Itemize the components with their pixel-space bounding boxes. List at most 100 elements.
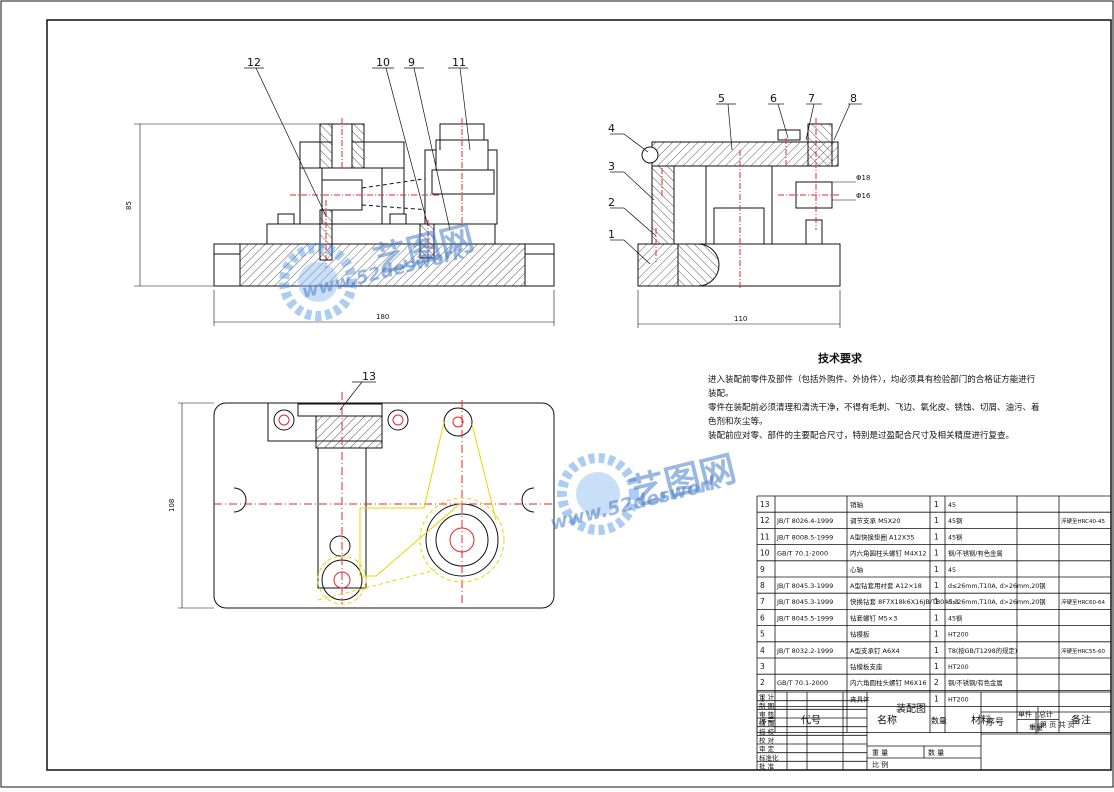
callout-1: 1 [608,228,615,241]
bom-row-no: 6 [760,613,765,622]
bom-row-no: 5 [760,630,765,639]
bom-row-name: 钻套螺钉 M5×3 [850,613,897,622]
callout-9: 9 [408,56,415,69]
callout-6: 6 [770,92,777,105]
plan-view-yellow [317,421,505,605]
bom-row-name: 快换钻套 8F7X18k6X16JB/T8045.3 [850,597,959,606]
fit-phi16: Φ16 [856,192,871,200]
bom-row-qty: 2 [934,678,939,687]
qty-label: 数 量 [928,748,944,757]
plan-view-labels: 13 108 [168,370,376,512]
tech-line-4: 色剂和灰尘等。 [708,417,768,427]
watermark-logo-2 [557,453,639,535]
dim-height-108: 108 [168,499,176,512]
bom-row-material: HT200 [948,632,969,639]
tech-line-3: 零件在装配前必须清理和清洗干净，不得有毛刺、飞边、氧化皮、锈蚀、切屑、油污、着 [708,403,1040,413]
bom-row-code: JB/T 8045.5-1999 [776,614,833,622]
callout-2: 2 [608,196,615,209]
dim-height-85: 85 [125,201,133,210]
bom-row-name: A型快换垫圈 A12X35 [850,532,914,541]
title-block [756,691,1112,771]
bom-row-material: 45钢 [948,533,962,541]
title-block-role: 审 核 [759,710,775,719]
tech-line-5: 装配前应对零、部件的主要配合尺寸，特别是过盈配合尺寸及相关精度进行复查。 [708,431,1015,441]
side-view-labels: 5 6 7 8 4 3 2 1 110 Φ18 Φ16 [608,92,871,323]
bom-row-name: A型钻套用衬套 A12×18 [850,581,922,590]
bom-row-name: 钻模板 [850,630,870,639]
bom-row-code: JB/T 8008.5-1999 [776,533,833,541]
tech-line-1: 进入装配前零件及部件（包括外购件、外协件），均必须具有检验部门的合格证方能进行 [708,375,1036,385]
callout-11: 11 [452,56,466,69]
title-block-role: 描 校 [759,727,775,736]
front-view-labels: 12 10 9 11 85 180 [125,56,466,321]
bom-row-no: 4 [760,646,765,655]
bom-row-qty: 1 [934,646,939,655]
tech-line-2: 装配。 [708,389,734,399]
bom-table-grid [756,495,1112,733]
callout-3: 3 [608,160,615,173]
callout-13: 13 [362,370,376,383]
bom-row-note: 淬硬至HRC60-64 [1061,598,1106,606]
bom-row-name: 心轴 [850,565,864,574]
bom-row-name: 钻模板支座 [850,662,883,671]
callout-4: 4 [608,122,615,135]
title-block-text: 装配图 序号 第 页 共 页 重 量 数 量 比 例 设 计制 图审 核描 图描… [759,692,1075,770]
title-block-role: 批 准 [759,762,775,771]
bom-row-material: d≤26mm,T10A, d>26mm,20钢 [948,598,1046,606]
bom-header-qty: 数量 [931,716,947,726]
bom-header-code: 代号 [801,715,821,727]
bom-row-qty: 1 [934,549,939,558]
dim-width-110: 110 [734,315,747,323]
bom-row-material: 钢/不锈钢/有色金属 [948,678,1003,687]
front-view [134,67,555,326]
weight-label: 重 量 [872,749,888,757]
bom-row-material: 45 [948,567,956,574]
plan-view [178,381,555,609]
bom-header-unit: 单件 [1018,710,1032,719]
title-block-role: 描 图 [759,718,774,727]
bom-row-code: GB/T 70.1-2000 [777,550,828,558]
bom-header-note: 备注 [1071,714,1091,727]
title-block-role: 标准化 [759,753,779,762]
bom-row-material: 45 [948,502,956,509]
tech-title: 技术要求 [818,352,862,365]
side-view [610,103,862,328]
bom-row-qty: 1 [934,500,939,509]
bom-row-name: A型支承钉 A6X4 [850,646,900,655]
title-block-role: 校 对 [759,736,775,745]
bom-row-material: 45钢 [948,517,962,525]
bom-row-no: 9 [760,565,765,574]
bom-row-qty: 1 [934,613,939,622]
bom-header-no: 序号 [759,716,775,726]
bom-row-material: HT200 [948,664,969,671]
callout-7: 7 [808,92,815,105]
bom-row-qty: 1 [934,581,939,590]
bom-row-material: HT200 [948,696,969,703]
scale-label: 比 例 [872,760,888,769]
bom-row-qty: 1 [934,532,939,541]
bom-row-material: 钢/不锈钢/有色金属 [948,549,1003,558]
bom-row-note: 淬硬至HRC40-45 [1061,517,1106,525]
bom-row-material: T8(按GB/T1298的规定) [947,646,1017,655]
serial-label: 序号 [986,716,1004,728]
sheet-label: 第 页 共 页 [1040,720,1075,729]
bom-header-name: 名称 [877,714,897,727]
title-block-role: 制 图 [759,701,774,710]
bom-row-note: 淬硬至HRC55-60 [1061,647,1106,655]
callout-5: 5 [718,92,725,105]
title-block-role: 设 计 [759,692,775,701]
bom-row-qty: 1 [934,597,939,606]
inner-border [46,19,1112,771]
bom-row-name: 销轴 [850,500,864,509]
bom-row-no: 3 [760,662,765,671]
bom-row-code: GB/T 70.1-2000 [777,679,828,687]
bom-row-name: 内六角圆柱头螺钉 M6X16 [850,678,927,687]
bom-row-qty: 1 [934,630,939,639]
callout-12: 12 [247,56,261,69]
drawing-name: 装配图 [896,702,926,715]
dim-width-180: 180 [376,313,389,321]
bom-row-code: JB/T 8045.3-1999 [776,582,833,590]
